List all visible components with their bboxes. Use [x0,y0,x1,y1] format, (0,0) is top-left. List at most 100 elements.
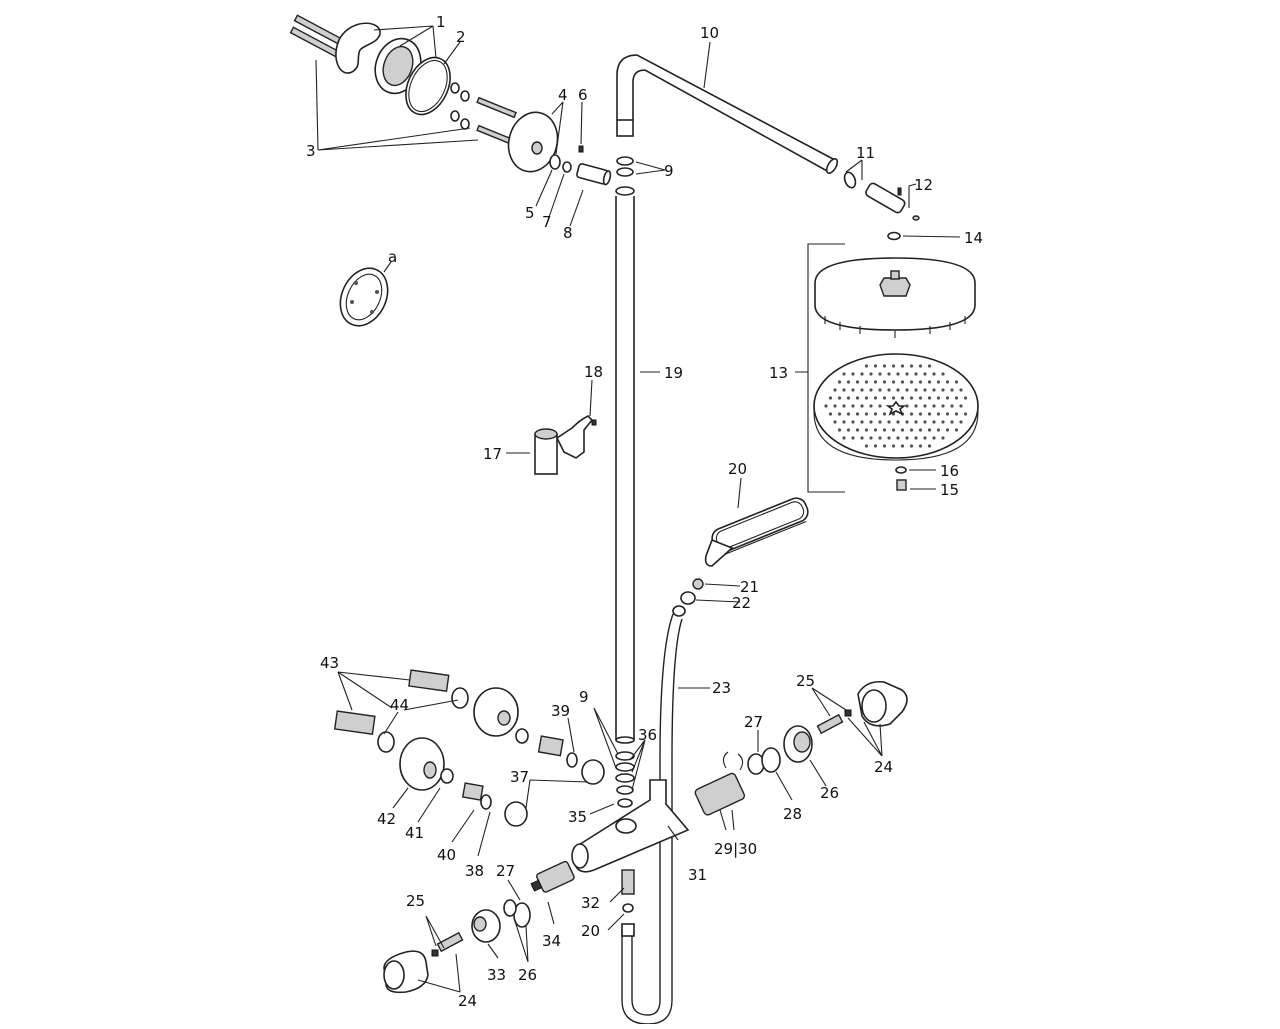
label-9-top: 9 [664,162,674,180]
alternative-plate-a [339,267,389,327]
label-32: 32 [581,894,600,912]
nozzle-dot [891,428,896,432]
hand-shower-part-20 [704,497,809,567]
label-11: 11 [856,144,875,162]
nozzle-dot [923,420,927,424]
nozzle-dot [869,436,873,440]
nozzle-dot [882,364,887,368]
nozzle-dot [837,396,842,400]
label-42: 42 [377,810,396,828]
nozzle-dot [842,372,846,376]
label-28: 28 [783,805,802,823]
label-25-left: 25 [406,892,425,910]
nozzle-dot [891,444,896,448]
nozzle-dot [927,444,932,448]
label-39: 39 [551,702,570,720]
nozzle-dot [927,380,932,384]
nozzle-dot [833,388,837,392]
nozzle-dot [909,412,914,416]
nozzle-dot [959,404,963,408]
label-24-left: 24 [458,992,477,1010]
nozzle-dot [927,412,932,416]
nozzle-dot [873,396,878,400]
nozzle-dot [900,380,905,384]
connectors-part-43-44 [333,669,469,753]
check-valves-part-39-40 [461,735,578,810]
label-36: 36 [638,726,657,744]
nozzle-dot [905,404,909,408]
nozzle-dot [932,388,936,392]
nozzle-dot [860,372,864,376]
label-10: 10 [700,24,719,42]
nozzle-dot [842,388,846,392]
nozzle-dot [909,396,914,400]
nozzle-dot [918,412,923,416]
nozzle-dot [923,388,927,392]
nozzle-dot [873,444,878,448]
nut-part-14 [887,231,901,241]
nozzle-dot [963,412,968,416]
nozzle-dot [954,380,959,384]
label-35: 35 [568,808,587,826]
connector-part-7 [562,161,572,173]
nozzle-dot [887,420,891,424]
nozzle-dot [923,372,927,376]
slider-part-17 [534,415,597,475]
label-4: 4 [558,86,568,104]
nozzle-dot [864,364,869,368]
label-41: 41 [405,824,424,842]
nozzle-dot [851,372,855,376]
nozzle-dot [945,380,950,384]
ball-joint-part-11-12 [843,171,920,221]
riser-pipe-part-19 [615,196,635,744]
label-5: 5 [525,204,535,222]
label-12: 12 [914,176,933,194]
callout-labels: 1 2 3 4 6 5 7 8 9 10 11 12 13 14 15 16 1… [306,13,983,1010]
nozzle-dot [914,436,918,440]
nozzle-dot [882,444,887,448]
overhead-shower-face-part-13 [813,353,979,461]
grub-screw-part-6 [578,145,584,153]
nozzle-dot [855,428,860,432]
nozzle-dot [869,372,873,376]
nozzle-dot [860,420,864,424]
label-3: 3 [306,142,316,160]
nozzle-dot [855,380,860,384]
label-1: 1 [436,13,446,31]
label-43: 43 [320,654,339,672]
label-21: 21 [740,578,759,596]
nozzle-dot [887,436,891,440]
nozzle-dot [900,428,905,432]
nozzle-dot [909,380,914,384]
nozzle-dot [905,372,909,376]
label-25-right: 25 [796,672,815,690]
nozzle-dot [882,428,887,432]
nozzle-dot [932,404,936,408]
nozzle-dot [878,420,882,424]
label-8: 8 [563,224,573,242]
nozzle-dot [869,420,873,424]
label-27-left: 27 [496,862,515,880]
nozzle-dot [941,404,945,408]
diverter-parts-32-20 [621,869,635,913]
nozzle-dot [936,412,941,416]
label-24-right: 24 [874,758,893,776]
nozzle-dot [914,388,918,392]
label-17: 17 [483,445,502,463]
nozzle-dot [905,436,909,440]
nozzle-dot [864,380,869,384]
nozzle-dot [891,396,896,400]
o-rings-part-9-36-35 [615,751,635,808]
nozzle-dot [945,396,950,400]
nozzle-dot [878,388,882,392]
nozzle-dot [846,428,851,432]
nozzle-dot [954,412,959,416]
nozzle-dot [927,428,932,432]
nozzle-dot [873,364,878,368]
nozzle-dot [824,404,828,408]
nozzle-dot [891,380,896,384]
label-37: 37 [510,768,529,786]
label-14: 14 [964,229,983,247]
nozzle-dot [846,396,851,400]
nozzle-dot [918,396,923,400]
